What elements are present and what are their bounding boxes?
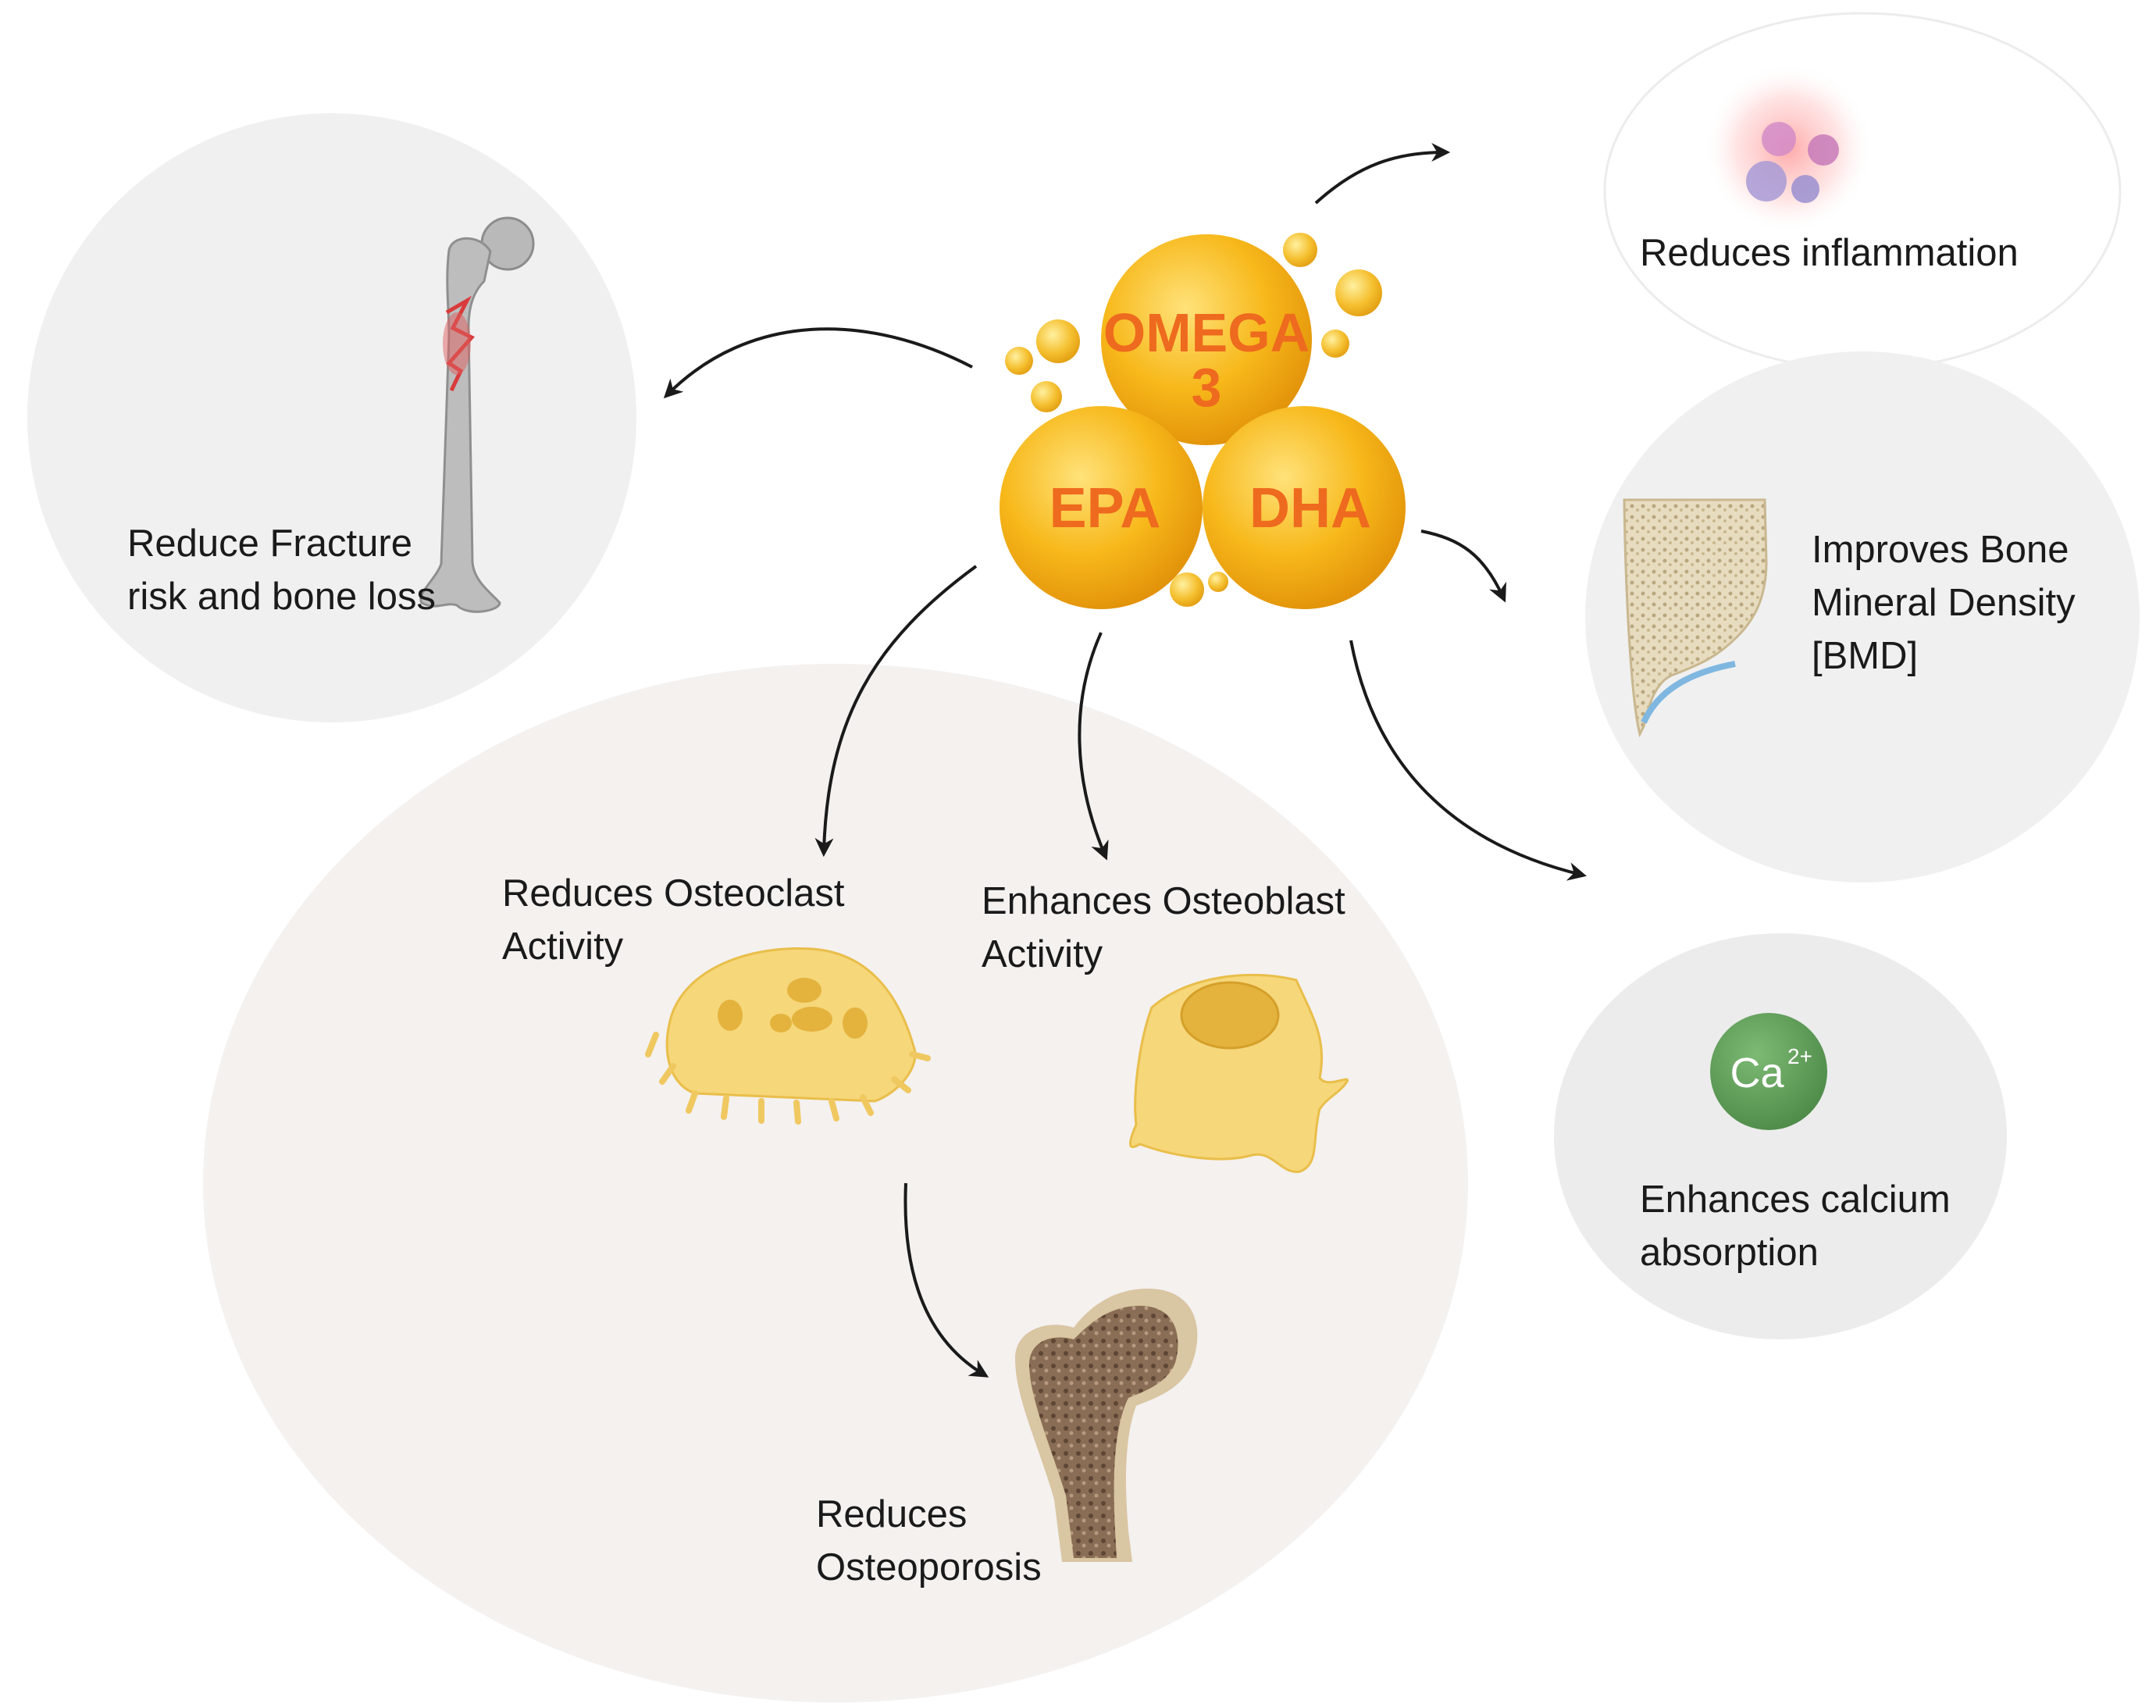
fracture-panel: [27, 113, 636, 722]
fracture-label-line2: risk and bone loss: [127, 576, 436, 618]
arrow-to-osteoblast: [1078, 632, 1109, 861]
bmd-label-line2: Mineral Density: [1812, 582, 2076, 624]
epa-droplet: [1000, 406, 1203, 609]
osteoporosis-label: Reduces Osteoporosis: [816, 1488, 1042, 1594]
calcium-badge-sup: 2+: [1787, 1044, 1812, 1068]
fracture-label-line1: Reduce Fracture: [127, 522, 412, 565]
droplet-small: [1283, 233, 1317, 267]
inflammation-label: Reduces inflammation: [1640, 226, 2019, 280]
osteoblast-cell-icon: [1128, 973, 1349, 1173]
inflammation-cells-icon: [1702, 62, 1874, 234]
osteoblast-label: Enhances Osteoblast Activity: [982, 875, 1345, 981]
droplet-small: [1335, 269, 1382, 316]
inflammation-label-line1: Reduces inflammation: [1640, 232, 2019, 274]
osteoporosis-label-line2: Osteoporosis: [816, 1546, 1042, 1589]
arrow-to-osteoporosis: [903, 1182, 989, 1378]
droplet-small: [1005, 347, 1033, 375]
arrow-to-bmd: [1420, 530, 1506, 603]
calcium-label-line1: Enhances calcium: [1640, 1178, 1951, 1221]
osteoporosis-label-line1: Reduces: [816, 1493, 968, 1535]
osteoclast-label-line2: Activity: [502, 925, 624, 968]
omega-droplet: [1101, 234, 1312, 445]
arrow-to-calcium: [1349, 640, 1587, 881]
bmd-panel: [1585, 351, 2140, 883]
osteoblast-label-line2: Activity: [982, 933, 1103, 975]
dha-droplet: [1203, 406, 1406, 609]
calcium-label: Enhances calcium absorption: [1640, 1173, 1951, 1279]
bmd-label-line1: Improves Bone: [1812, 529, 2069, 571]
arrow-to-osteoclast: [814, 565, 978, 858]
calcium-panel: [1554, 933, 2007, 1339]
bottom-panel: [203, 664, 1468, 1703]
osteoclast-cell-icon: [645, 947, 931, 1125]
osteoclast-label-line1: Reduces Osteoclast: [502, 872, 845, 915]
calcium-label-line2: absorption: [1640, 1232, 1819, 1274]
epa-label: EPA: [1049, 477, 1161, 540]
omega-label: OMEGA: [1103, 302, 1310, 363]
osteoblast-label-line1: Enhances Osteoblast: [982, 880, 1345, 922]
droplet-small: [1170, 572, 1204, 607]
dha-label: DHA: [1249, 477, 1371, 540]
fracture-label: Reduce Fracture risk and bone loss: [127, 517, 436, 623]
droplet-small: [1036, 319, 1080, 363]
omega-number: 3: [1192, 357, 1222, 418]
calcium-badge-text: Ca: [1730, 1050, 1784, 1096]
osteoclast-label: Reduces Osteoclast Activity: [502, 867, 845, 973]
calcium-badge-icon: Ca 2+: [1710, 1013, 1827, 1130]
femur-fracture-icon: [419, 216, 535, 613]
bmd-label: Improves Bone Mineral Density [BMD]: [1812, 523, 2076, 683]
droplet-small: [1208, 572, 1228, 592]
droplet-small: [1031, 381, 1062, 412]
droplet-small: [1321, 330, 1349, 358]
arrow-to-fracture: [663, 327, 973, 399]
arrow-to-inflammation: [1314, 143, 1451, 205]
bone-section-icon: [1623, 498, 1768, 738]
osteoporotic-bone-icon: [1015, 1289, 1198, 1562]
omega3-cluster: OMEGA 3 EPA DHA: [1000, 233, 1406, 609]
bmd-label-line3: [BMD]: [1812, 635, 1919, 677]
